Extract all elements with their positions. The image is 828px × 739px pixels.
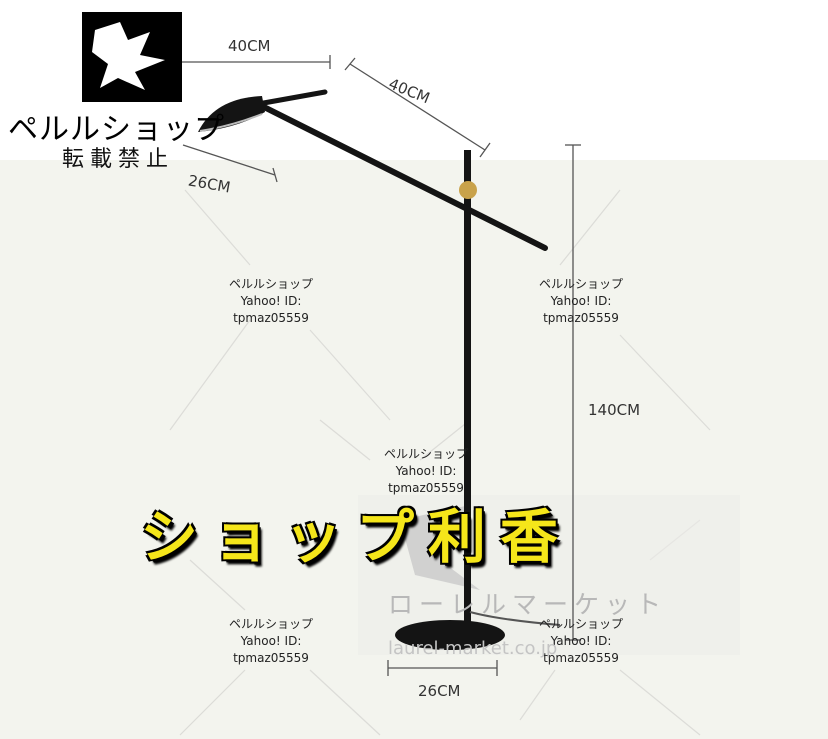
watermark-id: tpmaz05559 [543,651,619,665]
lamp-cord [469,611,561,626]
watermark-id: tpmaz05559 [388,481,464,495]
watermark-shop: ペルルショップ [228,277,313,291]
shop-banner: ショップ利香 [140,503,573,571]
watermark-shop: ペルルショップ [538,617,623,631]
brass-joint [459,181,477,199]
watermark-id: tpmaz05559 [543,311,619,325]
watermark-shop: ペルルショップ [538,277,623,291]
watermark-id: tpmaz05559 [233,311,309,325]
lamp-arm [255,101,548,251]
dimension-base-width: 26CM [418,682,461,700]
lamp-pole [464,150,471,625]
shop-watermark: ペルルショップ Yahoo! ID: tpmaz05559 [206,616,336,667]
dimension-lines [182,55,581,676]
logo-shop-name: ペルルショップ [8,112,225,147]
lamp-shade-inner [199,113,263,132]
faint-watermark-name: ローレルマーケット [388,590,668,619]
watermark-shop: ペルルショップ [383,447,468,461]
watermark-id-label: Yahoo! ID: [550,634,612,648]
watermark-id-label: Yahoo! ID: [395,464,457,478]
logo-mark [92,22,165,90]
logo-notice: 転載禁止 [62,147,175,172]
watermark-lines [169,189,711,736]
shop-watermark: ペルルショップ Yahoo! ID: tpmaz05559 [516,616,646,667]
faint-watermark-url: laurel-market.co.jp [388,638,558,659]
shop-watermark: ペルルショップ Yahoo! ID: tpmaz05559 [516,276,646,327]
dimension-height: 140CM [588,401,641,419]
watermark-id-label: Yahoo! ID: [550,294,612,308]
watermark-id-label: Yahoo! ID: [240,634,302,648]
faint-watermark-mark [400,505,480,590]
lamp-arm-top [255,89,328,107]
dimension-arm-front: 40CM [228,37,271,55]
watermark-shop: ペルルショップ [228,617,313,631]
watermark-id: tpmaz05559 [233,651,309,665]
shop-watermark: ペルルショップ Yahoo! ID: tpmaz05559 [361,446,491,497]
shop-watermark: ペルルショップ Yahoo! ID: tpmaz05559 [206,276,336,327]
lamp-shade [198,96,265,132]
lamp-base [395,620,505,650]
watermark-id-label: Yahoo! ID: [240,294,302,308]
